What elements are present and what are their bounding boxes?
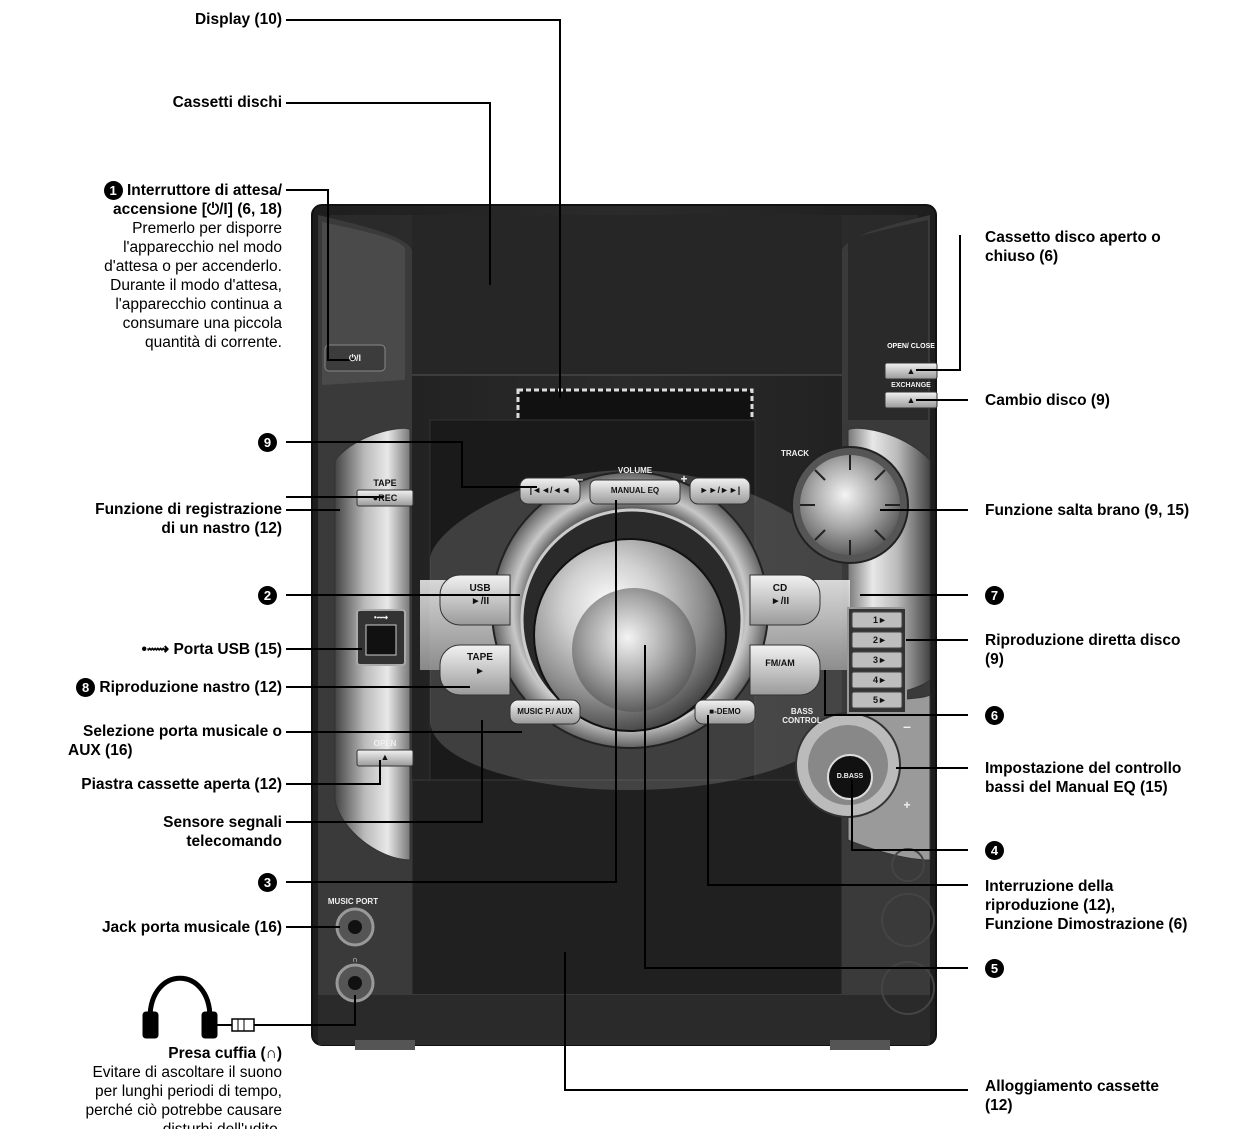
- volume-plus: +: [680, 472, 688, 486]
- dbass-button[interactable]: D.BASS: [836, 773, 864, 780]
- skip-back-button[interactable]: |◄◄/◄◄: [529, 485, 571, 495]
- label-music-port-select: Selezione porta musicale o AUX (16): [68, 723, 282, 759]
- number-badge-3: 3: [258, 873, 277, 892]
- label-cassette-holder: Alloggiamento cassette (12): [985, 1078, 1159, 1114]
- number-badge-6: 6: [985, 706, 1004, 725]
- label-tape-play: 8 Riproduzione nastro (12): [20, 678, 282, 697]
- label-bass-control: Impostazione del controllo bassi del Man…: [985, 760, 1182, 796]
- number-badge-8: 8: [76, 678, 96, 697]
- number-badge-4: 4: [985, 841, 1004, 860]
- label-disc-trays: Cassetti dischi: [172, 94, 282, 111]
- disc-2-button[interactable]: 2►: [873, 635, 887, 645]
- disc-4-button[interactable]: 4►: [873, 675, 887, 685]
- disc-3-button[interactable]: 3►: [873, 655, 887, 665]
- tape-play-button[interactable]: TAPE: [467, 652, 493, 663]
- label-stop-demo: Interruzione della riproduzione (12), Fu…: [985, 878, 1188, 933]
- bass-plus: +: [903, 798, 911, 812]
- headphone-symbol: ∩: [352, 955, 358, 964]
- power-button[interactable]: ⏻/I: [348, 353, 362, 363]
- device-body: [311, 204, 938, 1050]
- label-remote-sensor: Sensore segnali telecomando: [163, 814, 282, 850]
- disc-5-button[interactable]: 5►: [873, 695, 887, 705]
- label-direct-disc: Riproduzione diretta disco (9): [985, 632, 1181, 668]
- exchange-label: EXCHANGE: [891, 382, 931, 389]
- usb-icon: •⟿: [141, 641, 170, 658]
- rec-button[interactable]: ●REC: [372, 493, 398, 503]
- number-badge-7: 7: [985, 586, 1004, 605]
- cd-play-label: ►/II: [770, 596, 790, 607]
- usb-play-label: ►/II: [470, 596, 490, 607]
- open-close-button[interactable]: ▲: [906, 366, 916, 376]
- open-tape-button[interactable]: ▲: [380, 752, 390, 762]
- track-label: TRACK: [781, 449, 809, 458]
- number-badge-5: 5: [985, 959, 1004, 978]
- music-port-label: MUSIC PORT: [327, 897, 379, 906]
- tape-label: TAPE: [373, 478, 397, 488]
- open-close-label: OPEN/ CLOSE: [887, 343, 935, 350]
- skip-forward-button[interactable]: ►►/►►|: [699, 485, 741, 495]
- label-headphones: Presa cuffia (∩) Evitare di ascoltare il…: [85, 1045, 282, 1129]
- tape-play-symbol: ►: [475, 666, 485, 677]
- usb-symbol-icon: •⟿: [373, 613, 389, 622]
- label-track-skip: Funzione salta brano (9, 15): [985, 502, 1190, 519]
- label-tape-deck-open: Piastra cassette aperta (12): [81, 776, 282, 793]
- label-tape-rec: Funzione di registrazione di un nastro (…: [95, 501, 282, 537]
- usb-button[interactable]: USB: [469, 583, 491, 594]
- label-music-port-jack: Jack porta musicale (16): [101, 919, 282, 936]
- cd-button[interactable]: CD: [772, 583, 788, 594]
- volume-label: VOLUME: [617, 466, 653, 475]
- manual-eq-button[interactable]: MANUAL EQ: [610, 486, 660, 495]
- label-disc-open-close: Cassetto disco aperto o chiuso (6): [985, 229, 1161, 265]
- leader-lines: [272, 19, 968, 1091]
- label-display: Display (10): [194, 11, 282, 28]
- open-tape-label: OPEN: [373, 739, 397, 748]
- number-badge-2: 2: [258, 586, 277, 605]
- number-badge-1: 1: [103, 181, 123, 200]
- bass-control-label: BASS CONTROL: [782, 707, 822, 725]
- music-port-aux-button[interactable]: MUSIC P./ AUX: [517, 707, 573, 716]
- headphones-illustration: [142, 975, 272, 1039]
- label-usb-port: •⟿ Porta USB (15): [141, 641, 283, 658]
- volume-minus: –: [576, 472, 584, 486]
- fm-am-button[interactable]: FM/AM: [765, 658, 795, 668]
- stop-demo-button[interactable]: ■-DEMO: [709, 707, 741, 716]
- bass-minus: –: [903, 718, 911, 734]
- label-disc-exchange: Cambio disco (9): [985, 392, 1110, 409]
- label-standby: 1 Interruttore di attesa/ accensione [⏻/…: [103, 181, 282, 351]
- exchange-button[interactable]: ▲: [906, 395, 916, 405]
- number-badge-9: 9: [258, 433, 277, 452]
- disc-1-button[interactable]: 1►: [873, 615, 887, 625]
